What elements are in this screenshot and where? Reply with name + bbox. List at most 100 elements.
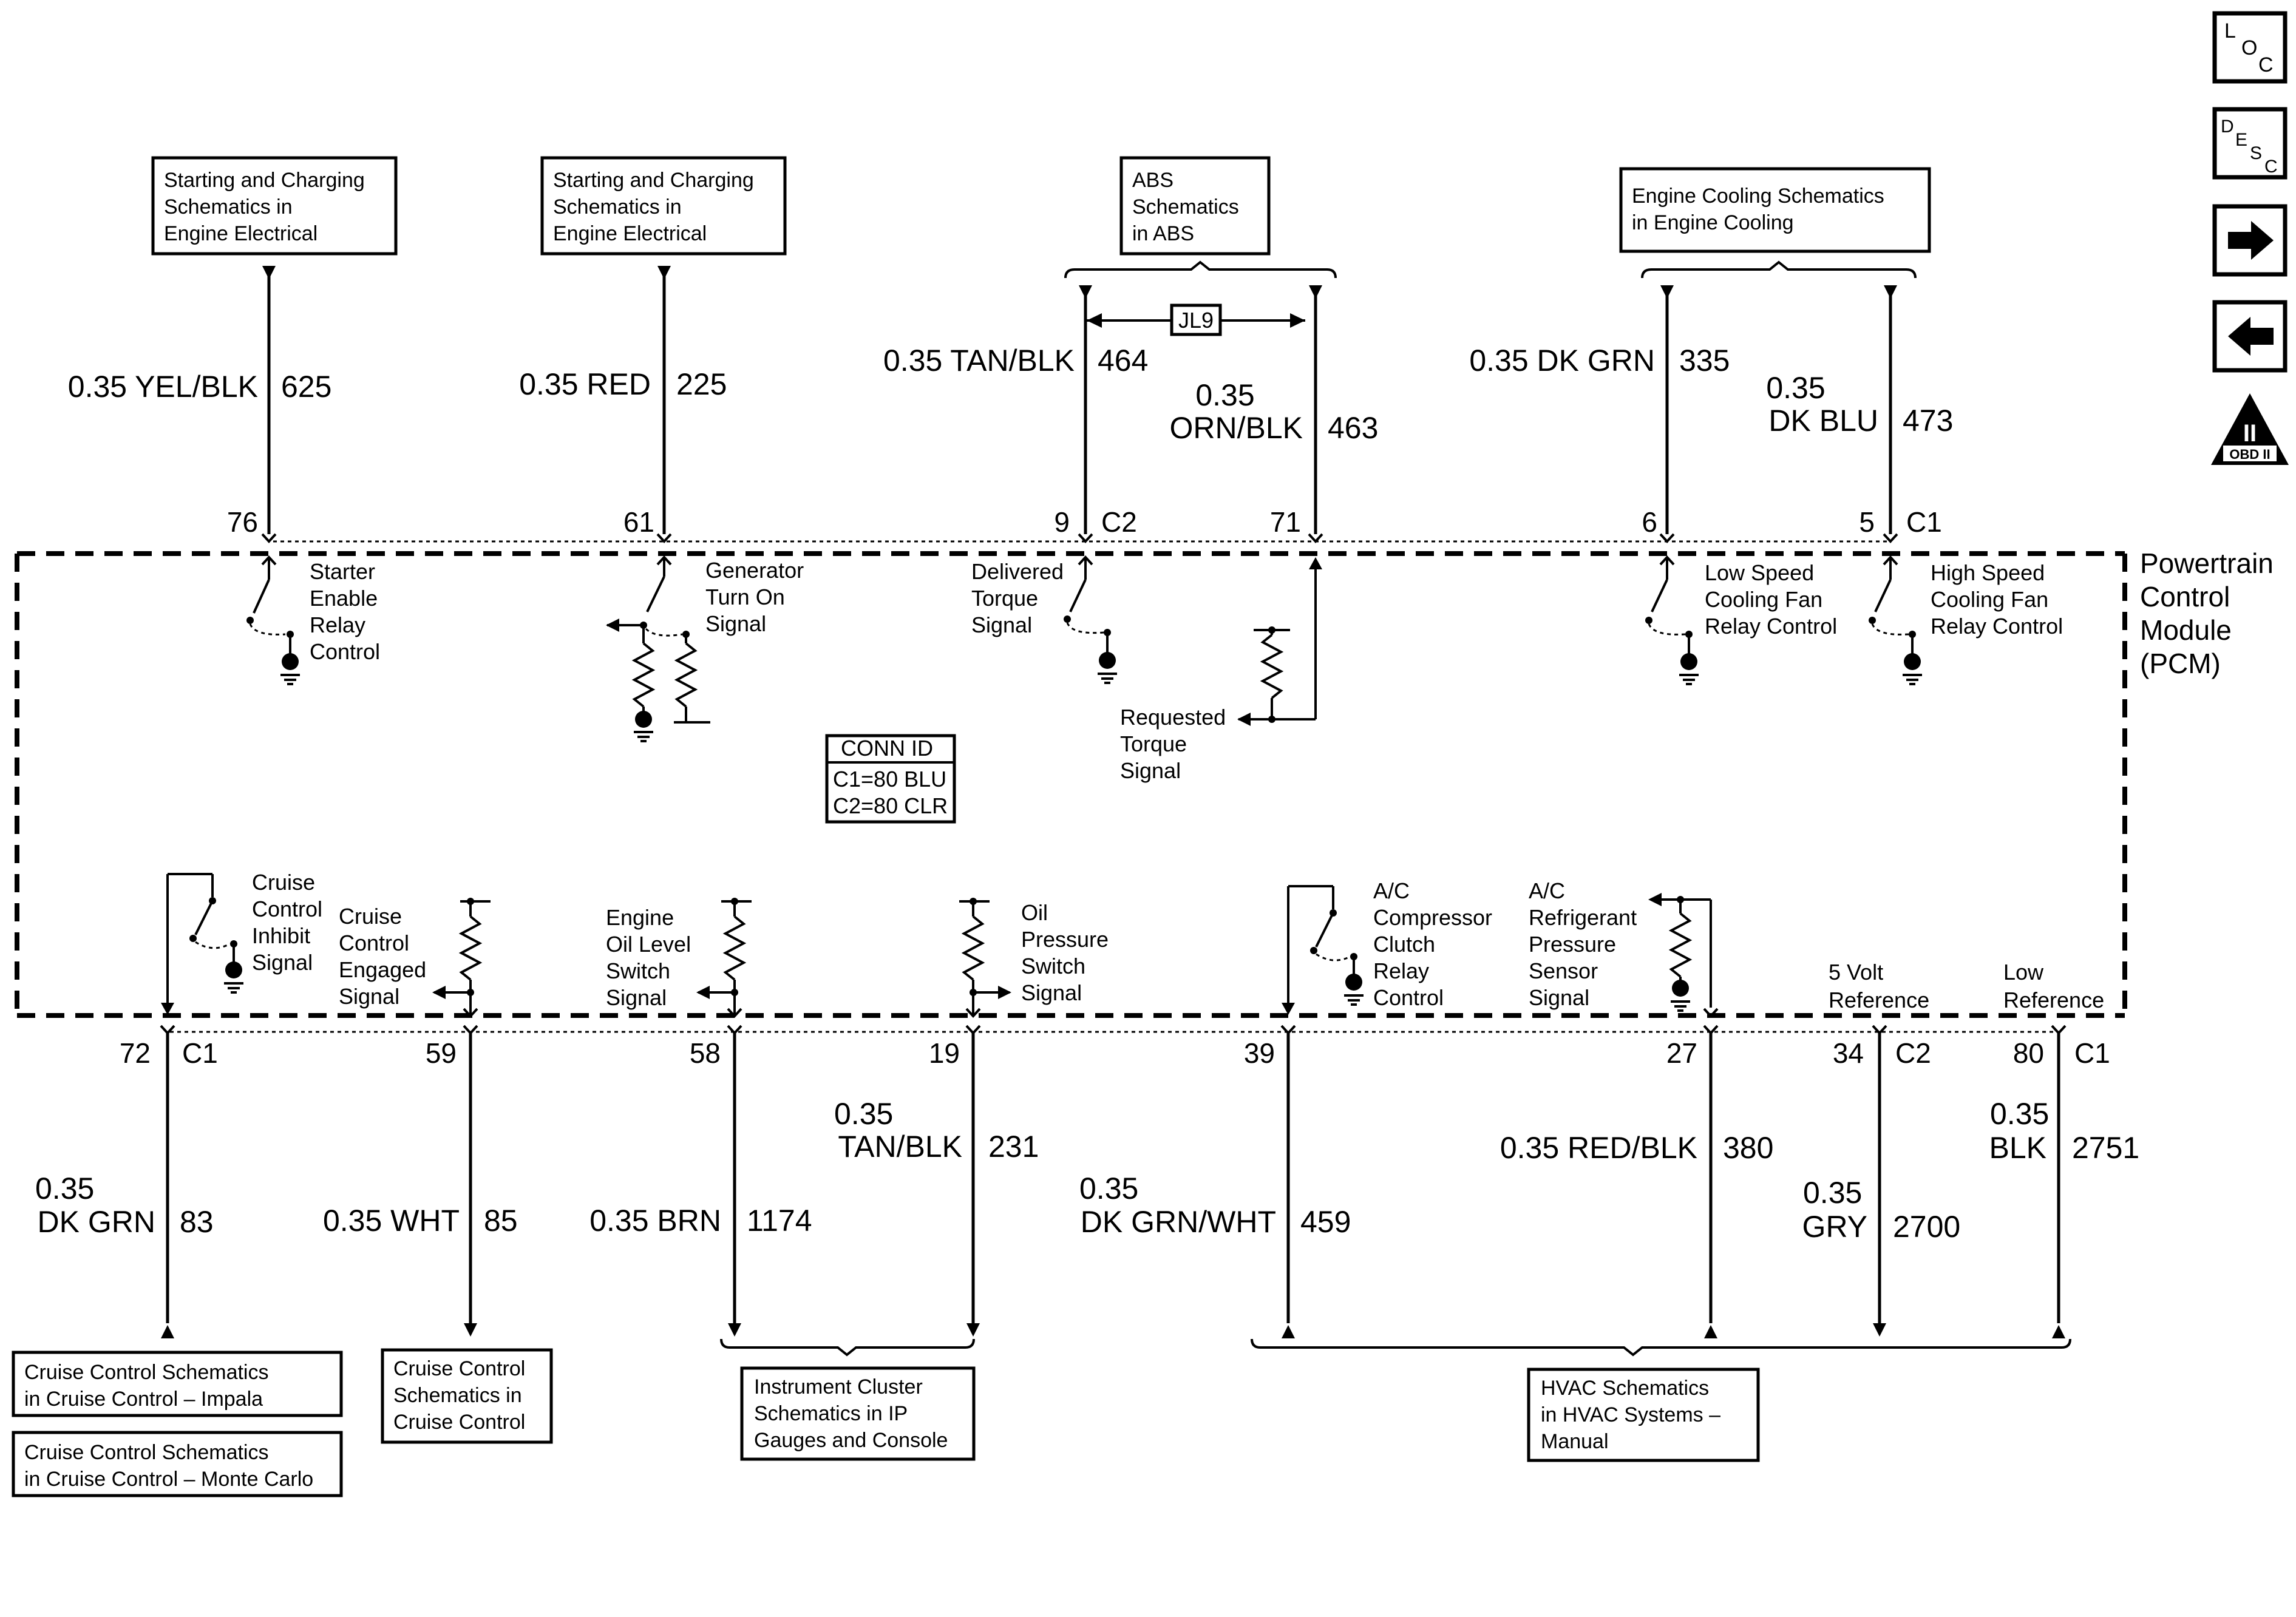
ref-box-starting-charging-1[interactable]: Starting and Charging Schematics in Engi…: [151, 156, 398, 256]
ref-box-starting-charging-2[interactable]: Starting and Charging Schematics in Engi…: [540, 156, 787, 256]
wire-pin-61: 0.35 RED 225 61: [519, 266, 727, 543]
wire-color-label: 0.35 DK GRN: [1469, 344, 1655, 378]
loc-icon-c: C: [2258, 53, 2274, 76]
pin-number: 27: [1666, 1037, 1697, 1069]
signal-label-line: Enable: [310, 586, 378, 611]
desc-icon-e: E: [2235, 130, 2247, 150]
signal-label-line: A/C: [1373, 878, 1410, 903]
ref-box-line: Engine Cooling Schematics: [1632, 185, 1884, 208]
wire-pin-59: 59 0.35 WHT 85: [323, 1025, 518, 1337]
signal-label-line: Relay: [310, 612, 365, 637]
signal-label-line: Pressure: [1021, 927, 1109, 952]
circuit-number: 83: [180, 1205, 214, 1239]
wire-color-label: 0.35: [1195, 378, 1254, 412]
desc-icon-c: C: [2264, 157, 2278, 177]
forward-button[interactable]: [2212, 204, 2288, 277]
bracket-abs: [1064, 260, 1337, 279]
ref-box-cruise-impala[interactable]: Cruise Control Schematics in Cruise Cont…: [12, 1351, 343, 1417]
ref-box-line: in ABS: [1132, 222, 1194, 245]
loc-icon-o: O: [2241, 36, 2257, 59]
signal-label-line: Control: [310, 639, 380, 664]
wire-color-label: GRY: [1802, 1210, 1867, 1244]
ref-box-instrument-cluster[interactable]: Instrument Cluster Schematics in IP Gaug…: [740, 1366, 976, 1461]
high-speed-fan-switch: [1869, 555, 1922, 685]
pcm-label-line4: (PCM): [2140, 648, 2221, 679]
ref-box-cruise-control[interactable]: Cruise Control Schematics in Cruise Cont…: [381, 1348, 553, 1444]
ref-box-line: Cruise Control: [393, 1357, 525, 1380]
ref-box-line: Gauges and Console: [754, 1429, 948, 1452]
ref-box-line: HVAC Schematics: [1541, 1377, 1709, 1400]
signal-label-cruise-inhibit: Cruise Control Inhibit Signal: [252, 870, 322, 975]
loc-icon-l: L: [2224, 19, 2236, 42]
signal-label-line: Relay: [1373, 958, 1429, 983]
wire-color-label: 0.35: [35, 1171, 94, 1205]
back-button[interactable]: [2212, 300, 2288, 373]
ref-box-hvac[interactable]: HVAC Schematics in HVAC Systems – Manual: [1527, 1368, 1760, 1462]
low-speed-fan-switch: [1645, 555, 1699, 685]
oil-pressure-input: [959, 898, 1011, 1018]
circuit-number: 464: [1098, 344, 1148, 378]
signal-label-starter: Starter Enable Relay Control: [310, 559, 380, 664]
loc-button[interactable]: L O C: [2212, 11, 2288, 84]
wire-pin-9: 0.35 TAN/BLK 464 9 C2: [883, 285, 1148, 543]
pin-number: 72: [120, 1037, 151, 1069]
pcm-label: Powertrain Control Module (PCM): [2140, 547, 2274, 679]
pin-number: 61: [623, 506, 654, 538]
signal-label-line: Turn On: [705, 585, 785, 609]
signal-label-line: Control: [252, 897, 322, 921]
ref-box-line: Schematics in: [553, 195, 682, 219]
signal-label-oil-level: Engine Oil Level Switch Signal: [606, 905, 691, 1010]
ref-box-line: Instrument Cluster: [754, 1375, 923, 1398]
signal-label-line: Starter: [310, 559, 375, 584]
circuit-number: 231: [988, 1130, 1039, 1164]
circuit-number: 459: [1300, 1205, 1351, 1239]
circuit-number: 625: [281, 370, 331, 404]
circuit-number: 2700: [1893, 1210, 1960, 1244]
pcm-label-line2: Control: [2140, 581, 2230, 612]
ref-box-line: Starting and Charging: [164, 169, 365, 192]
cruise-engaged-input: [432, 898, 491, 1018]
circuit-number: 1174: [747, 1204, 812, 1238]
ref-box-cruise-monte-carlo[interactable]: Cruise Control Schematics in Cruise Cont…: [12, 1431, 343, 1497]
ref-box-line: in Engine Cooling: [1632, 211, 1794, 234]
wire-pin-27: 27 0.35 RED/BLK 380: [1500, 1025, 1773, 1338]
wire-pin-39: 39 0.35 DK GRN/WHT 459: [1079, 1025, 1351, 1338]
ref-box-engine-cooling[interactable]: Engine Cooling Schematics in Engine Cool…: [1619, 167, 1931, 253]
ref-box-line: Cruise Control Schematics: [24, 1361, 268, 1384]
ref-box-line: Schematics in IP: [754, 1402, 908, 1425]
circuit-number: 473: [1903, 404, 1953, 438]
signal-label-line: 5 Volt: [1829, 960, 1883, 985]
pin-number: 80: [2013, 1037, 2044, 1069]
circuit-number: 380: [1723, 1131, 1773, 1165]
wire-color-label: BLK: [1989, 1131, 2046, 1165]
signal-label-line: Cruise: [252, 870, 315, 895]
signal-label-line: Signal: [1120, 758, 1181, 783]
wire-pin-6: 0.35 DK GRN 335 6: [1469, 285, 1730, 543]
wire-pin-5: 0.35 DK BLU 473 5 C1: [1766, 285, 1953, 543]
signal-label-line: Switch: [1021, 954, 1085, 978]
wire-color-label: 0.35: [1766, 371, 1825, 405]
splice-jl9: JL9: [1087, 303, 1305, 336]
signal-label-generator: Generator Turn On Signal: [705, 558, 804, 636]
signal-label-line: Signal: [705, 611, 766, 636]
ac-clutch-switch: [1282, 885, 1364, 1015]
ref-box-line: in HVAC Systems –: [1541, 1403, 1720, 1426]
signal-label-ac-clutch: A/C Compressor Clutch Relay Control: [1373, 878, 1492, 1010]
ref-box-abs[interactable]: ABS Schematics in ABS: [1119, 156, 1271, 256]
oil-level-input: [696, 898, 752, 1018]
wire-pin-34: 34 C2 0.35 GRY 2700: [1802, 1025, 1960, 1337]
obd-ii-button[interactable]: II OBD II: [2211, 393, 2289, 465]
starter-switch: [246, 555, 300, 685]
signal-label-line: Reference: [2003, 988, 2104, 1012]
connector-label: C1: [1906, 506, 1942, 538]
signal-label-low-reference: Low Reference: [2003, 960, 2104, 1012]
signal-label-line: Signal: [1021, 980, 1082, 1005]
signal-label-line: Signal: [252, 950, 313, 975]
conn-id-c1: C1=80 BLU: [833, 767, 946, 792]
desc-button[interactable]: D E S C: [2212, 107, 2288, 180]
signal-label-line: Refrigerant: [1529, 905, 1637, 930]
signal-label-ac-pressure: A/C Refrigerant Pressure Sensor Signal: [1529, 878, 1637, 1010]
ref-box-line: Cruise Control: [393, 1411, 525, 1434]
signal-label-line: Signal: [971, 612, 1032, 637]
wire-color-label: DK BLU: [1768, 404, 1878, 438]
